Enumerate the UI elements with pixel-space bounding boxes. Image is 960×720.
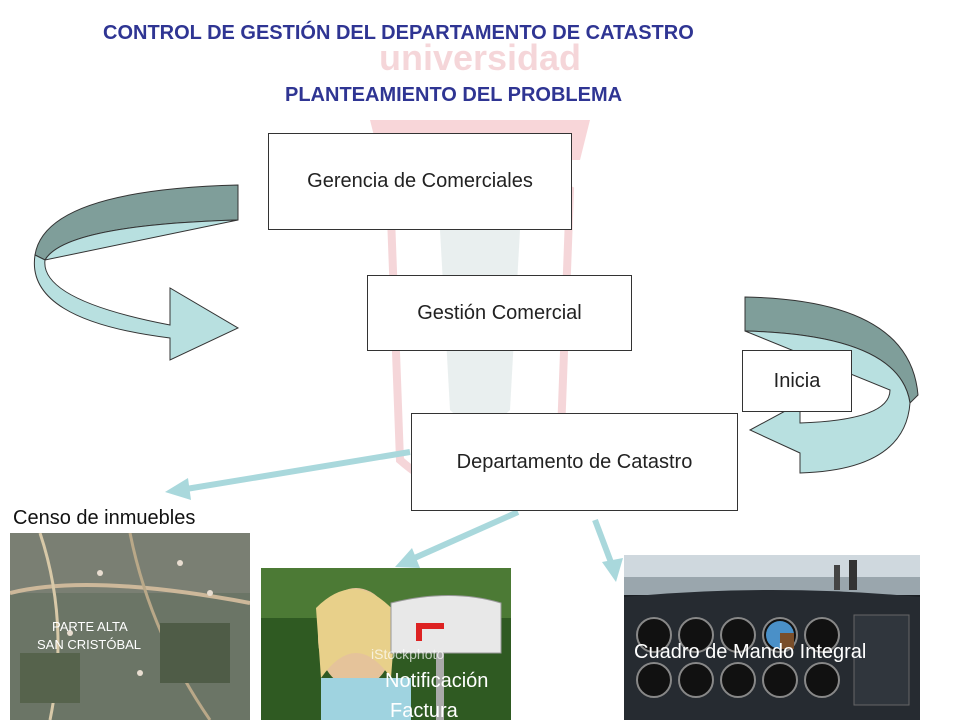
factura-label: Factura [390, 700, 458, 720]
node-gerencia-comerciales: Gerencia de Comerciales [268, 133, 572, 230]
left-curved-arrow [33, 184, 240, 361]
censo-label: Censo de inmuebles [13, 507, 196, 529]
arrow-to-cuadro-head [602, 558, 623, 582]
right-curved-arrow [744, 296, 919, 474]
watermark-text: universidad [379, 37, 581, 78]
map-label-parte-alta: PARTE ALTA [52, 619, 128, 634]
mailbox-photo: iStockphoto Notificación Factura [261, 568, 511, 720]
cuadro-mando-label: Cuadro de Mando Integral [634, 641, 867, 663]
node-departamento-catastro: Departamento de Catastro [411, 413, 738, 511]
page-subtitle: PLANTEAMIENTO DEL PROBLEMA [285, 84, 623, 106]
node-gerencia-label: Gerencia de Comerciales [307, 170, 533, 192]
page-title: CONTROL DE GESTIÓN DEL DEPARTAMENTO DE C… [103, 22, 694, 44]
node-gestion-label: Gestión Comercial [417, 301, 582, 324]
arrow-to-censo-head [165, 478, 191, 500]
node-inicia-label: Inicia [773, 369, 821, 392]
node-catastro-label: Departamento de Catastro [456, 450, 693, 473]
node-inicia: Inicia [742, 350, 852, 412]
cockpit-dashboard-image: Cuadro de Mando Integral [624, 555, 920, 720]
arrow-to-notificacion-head [395, 548, 420, 568]
map-label-san-cristobal: SAN CRISTÓBAL [37, 637, 142, 652]
photo-watermark-text: iStockphoto [371, 646, 445, 662]
node-gestion-comercial: Gestión Comercial [367, 275, 632, 351]
aerial-map-image: PARTE ALTA SAN CRISTÓBAL [10, 533, 250, 720]
notificacion-label: Notificación [385, 670, 489, 692]
